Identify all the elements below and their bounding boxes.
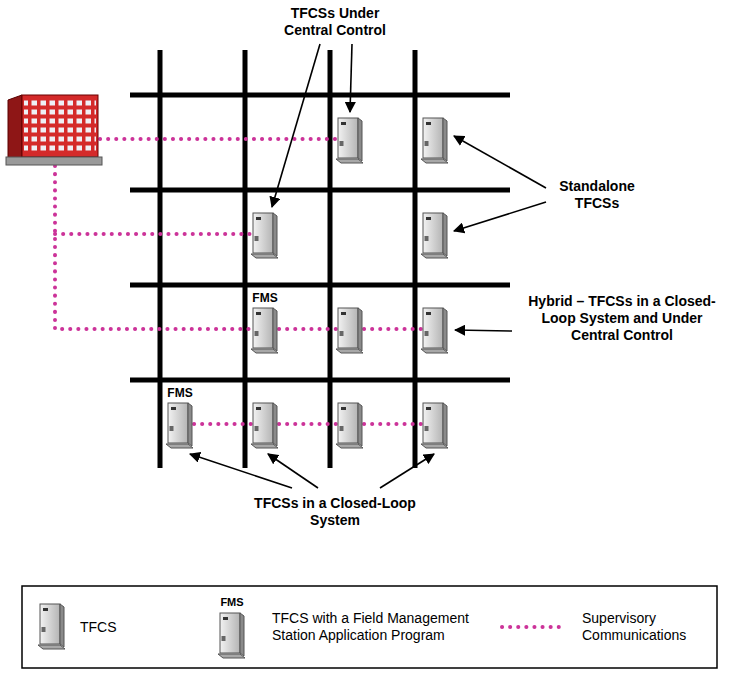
cabinet-base: [166, 444, 193, 448]
cabinet-side: [273, 308, 277, 351]
leader-arrow: [272, 44, 320, 207]
street: [130, 188, 510, 193]
legend-text: TFCS with a Field Management Station App…: [272, 610, 488, 644]
fms-cabinet: FMS: [166, 386, 194, 450]
communication-line: [364, 327, 421, 331]
tfcs-cabinet: [251, 213, 278, 258]
street: [413, 50, 418, 468]
legend-fms-icon: [218, 613, 245, 658]
communication-line: [279, 422, 336, 426]
communication-line: [194, 422, 251, 426]
leader-arrow: [455, 330, 512, 331]
building-facade: [22, 95, 98, 157]
cabinet-side: [188, 403, 192, 446]
street: [130, 378, 510, 383]
tfcs-cabinet: [336, 308, 363, 353]
legend-communication-sample: [502, 625, 565, 629]
legend-text: TFCS: [80, 619, 170, 636]
callout-label: Hybrid – TFCSs in a Closed-Loop System a…: [522, 293, 722, 344]
tfcs-cabinet: [336, 403, 363, 448]
legend-text: Supervisory Communications: [582, 610, 710, 644]
communication-line: [279, 327, 336, 331]
leader-arrow: [454, 202, 546, 231]
cabinet-indicator: [171, 407, 176, 410]
tfcs-cabinet: [336, 118, 363, 163]
fms-label: FMS: [166, 386, 194, 400]
street: [243, 50, 248, 468]
legend-icon-label: FMS: [212, 595, 252, 609]
building-base: [6, 157, 102, 165]
street: [130, 93, 510, 98]
cabinet-panel: [170, 426, 174, 431]
callout-label: Standalone TFCSs: [547, 178, 647, 212]
callout-label: TFCSs in a Closed-Loop System: [238, 495, 433, 529]
tfcs-cabinet: [421, 213, 448, 258]
leader-arrow: [268, 454, 318, 488]
street: [328, 50, 333, 468]
communication-line: [364, 422, 421, 426]
fms-label: FMS: [251, 291, 279, 305]
cabinet-icon: [166, 402, 194, 450]
fms-cabinet: FMS: [251, 291, 279, 355]
cabinet-panel: [255, 331, 259, 336]
legend-box: [22, 586, 717, 668]
cabinet-base: [251, 349, 278, 353]
building-icon: [6, 95, 102, 165]
tfcs-cabinet: [421, 118, 448, 163]
cabinet-body: [168, 403, 188, 443]
callout-label: TFCSs Under Central Control: [274, 5, 396, 39]
communication-line: [100, 137, 336, 141]
tfcs-cabinet: [421, 403, 448, 448]
leader-arrow: [454, 136, 546, 188]
tfcs-cabinet: [421, 308, 448, 353]
cabinet-body: [253, 308, 273, 348]
leader-arrow: [350, 44, 352, 112]
cabinet-icon: [251, 307, 279, 355]
communication-line: [55, 166, 251, 329]
street: [130, 283, 510, 288]
communication-line: [55, 232, 251, 236]
tfcs-cabinet: [251, 403, 278, 448]
leader-arrow: [380, 454, 434, 488]
building-side: [8, 95, 22, 162]
cabinet-indicator: [256, 312, 261, 315]
building-windows: [24, 97, 96, 151]
legend-tfcs-icon: [38, 604, 65, 649]
street: [158, 50, 163, 468]
